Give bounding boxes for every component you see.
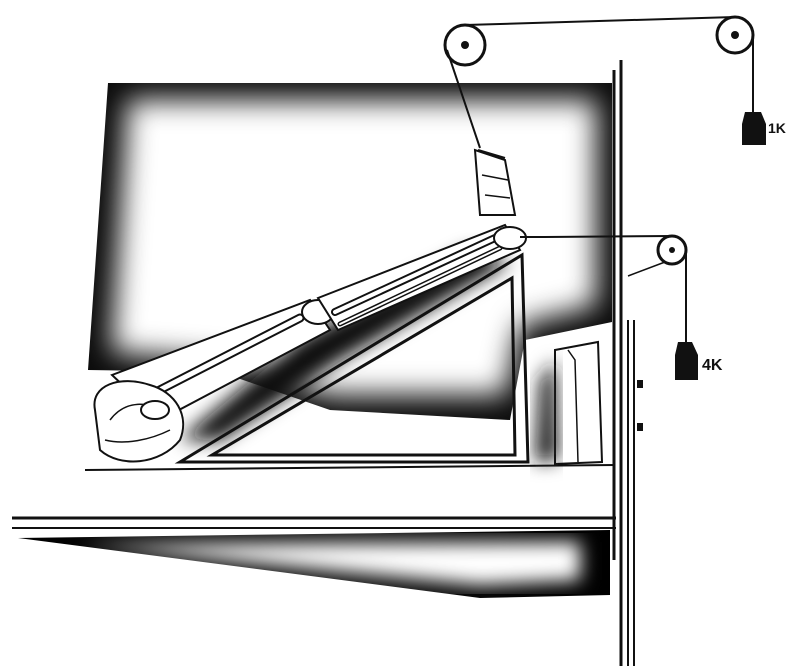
weight-4k-label: 4K xyxy=(702,357,723,374)
weight-1k-icon xyxy=(742,112,766,145)
bed-surface xyxy=(12,465,616,598)
weight-4k-icon xyxy=(675,342,698,380)
mattress-block xyxy=(535,342,602,464)
weight-1k-label: 1K xyxy=(768,120,786,136)
frame-posts xyxy=(614,60,643,666)
